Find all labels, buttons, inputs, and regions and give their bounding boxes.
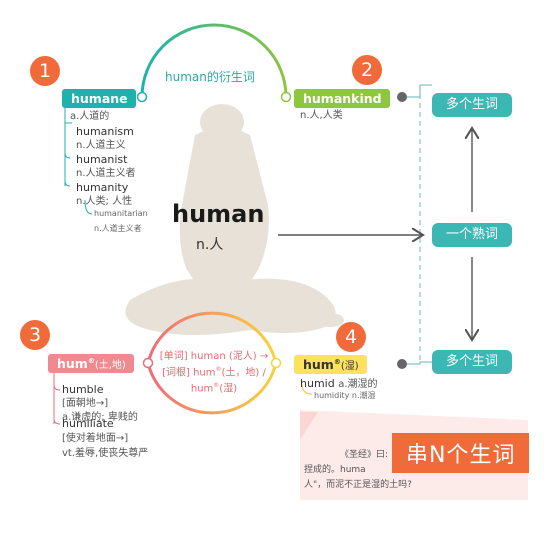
root-tag-hum-wet: hum®(湿) bbox=[294, 355, 367, 374]
top-arc-title: human的衍生词 bbox=[165, 70, 255, 84]
note-humble: [面朝地→] bbox=[62, 398, 109, 409]
note-humiliate: [使对着地面→] bbox=[62, 433, 129, 444]
meaning-humanitarian: n.人道主义者 bbox=[94, 224, 142, 233]
badge-4: 4 bbox=[336, 322, 366, 352]
meaning-humiliate: vt.羞辱,使丧失尊严 bbox=[62, 448, 149, 459]
meaning-humanity: n.人类; 人性 bbox=[76, 196, 133, 207]
quote-line-1: 《圣经》曰: bbox=[340, 450, 389, 460]
humane-meaning: a.人道的 bbox=[70, 111, 110, 122]
center-word: human bbox=[172, 200, 265, 228]
humankind-meaning: n.人,人类 bbox=[300, 110, 343, 121]
meaning-humble: a.谦虚的; 卑贱的 bbox=[62, 412, 138, 423]
meaning-humanist: n.人道主义者 bbox=[76, 168, 136, 179]
word-humid: humid a.潮湿的 bbox=[300, 377, 378, 390]
quote-line-3: 人"，而泥不正是湿的土吗? bbox=[304, 480, 412, 490]
word-humanitarian: humanitarian bbox=[94, 209, 148, 218]
root-tag-humankind: humankind bbox=[294, 89, 390, 108]
center-meaning: n.人 bbox=[196, 237, 224, 253]
word-humanism: humanism bbox=[76, 125, 134, 138]
pill-middle: 一个熟词 bbox=[432, 223, 512, 247]
banner-title: 串N个生词 bbox=[392, 433, 530, 473]
root-tag-humane: humane bbox=[62, 89, 136, 108]
pill-bottom: 多个生词 bbox=[432, 350, 512, 374]
root-tag-hum-earth: hum®(土,地) bbox=[48, 354, 134, 373]
word-humidity: humidity n.潮湿 bbox=[314, 391, 376, 400]
badge-3: 3 bbox=[20, 320, 50, 350]
badge-2: 2 bbox=[352, 55, 382, 85]
word-humiliate-label: humiliate bbox=[62, 417, 114, 430]
bottom-arc-text: [单词] human (泥人) → [词根] hum®(土，地) / hum®(… bbox=[159, 351, 269, 395]
quote-line-2: 捏成的。huma bbox=[304, 465, 366, 475]
word-humanist: humanist bbox=[76, 153, 128, 166]
word-humanity: humanity bbox=[76, 181, 129, 194]
word-humble: humble bbox=[62, 383, 104, 396]
top-arc bbox=[140, 23, 288, 98]
pill-top: 多个生词 bbox=[432, 93, 512, 117]
meaning-humanism: n.人道主义 bbox=[76, 140, 126, 151]
badge-1: 1 bbox=[30, 56, 60, 86]
bottom-arc bbox=[146, 362, 278, 415]
